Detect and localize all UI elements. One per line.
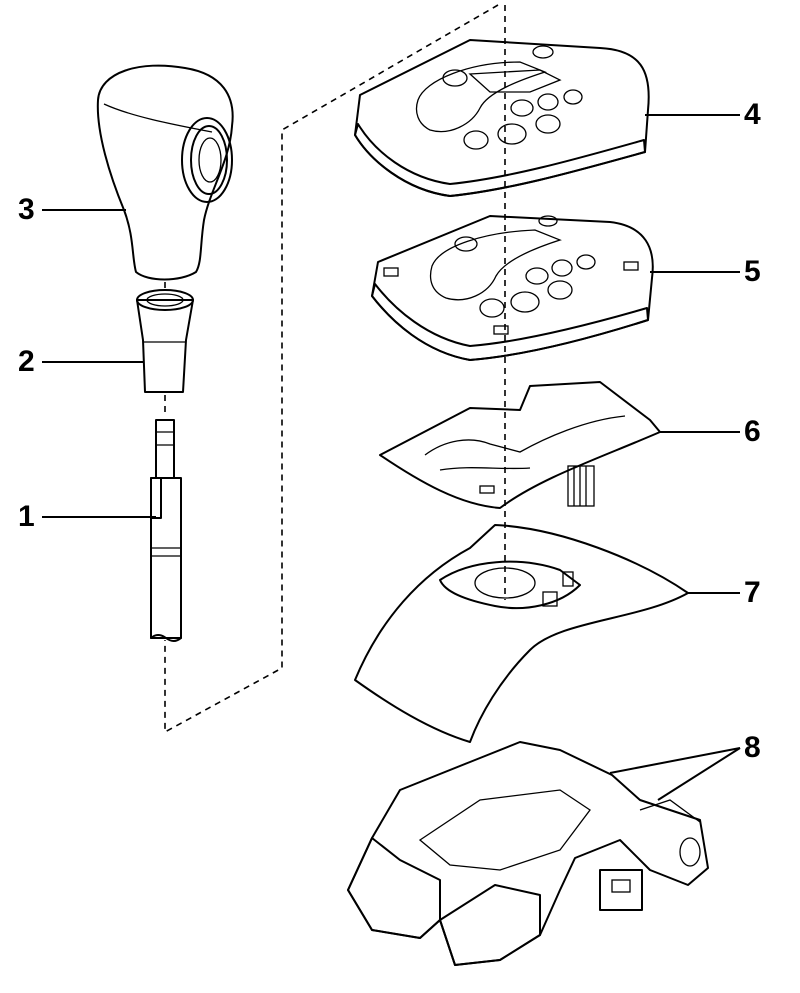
callout-3: 3 <box>18 193 35 226</box>
cover-plate <box>354 39 650 197</box>
callout-8: 8 <box>744 731 761 764</box>
shift-knob <box>96 64 234 281</box>
housing-bracket <box>347 741 709 966</box>
slatted-cover <box>354 524 689 743</box>
callout-6: 6 <box>744 415 761 448</box>
selector-lever <box>150 419 182 642</box>
callout-2: 2 <box>18 345 35 378</box>
callout-1: 1 <box>18 500 35 533</box>
alignment-lines <box>164 4 506 734</box>
callout-5: 5 <box>744 255 761 288</box>
inner-panel <box>371 215 654 361</box>
knob-sleeve <box>136 289 194 393</box>
circuit-sheet <box>379 381 661 509</box>
callout-4: 4 <box>744 98 761 131</box>
leader-lines <box>42 114 741 801</box>
callout-7: 7 <box>744 576 761 609</box>
